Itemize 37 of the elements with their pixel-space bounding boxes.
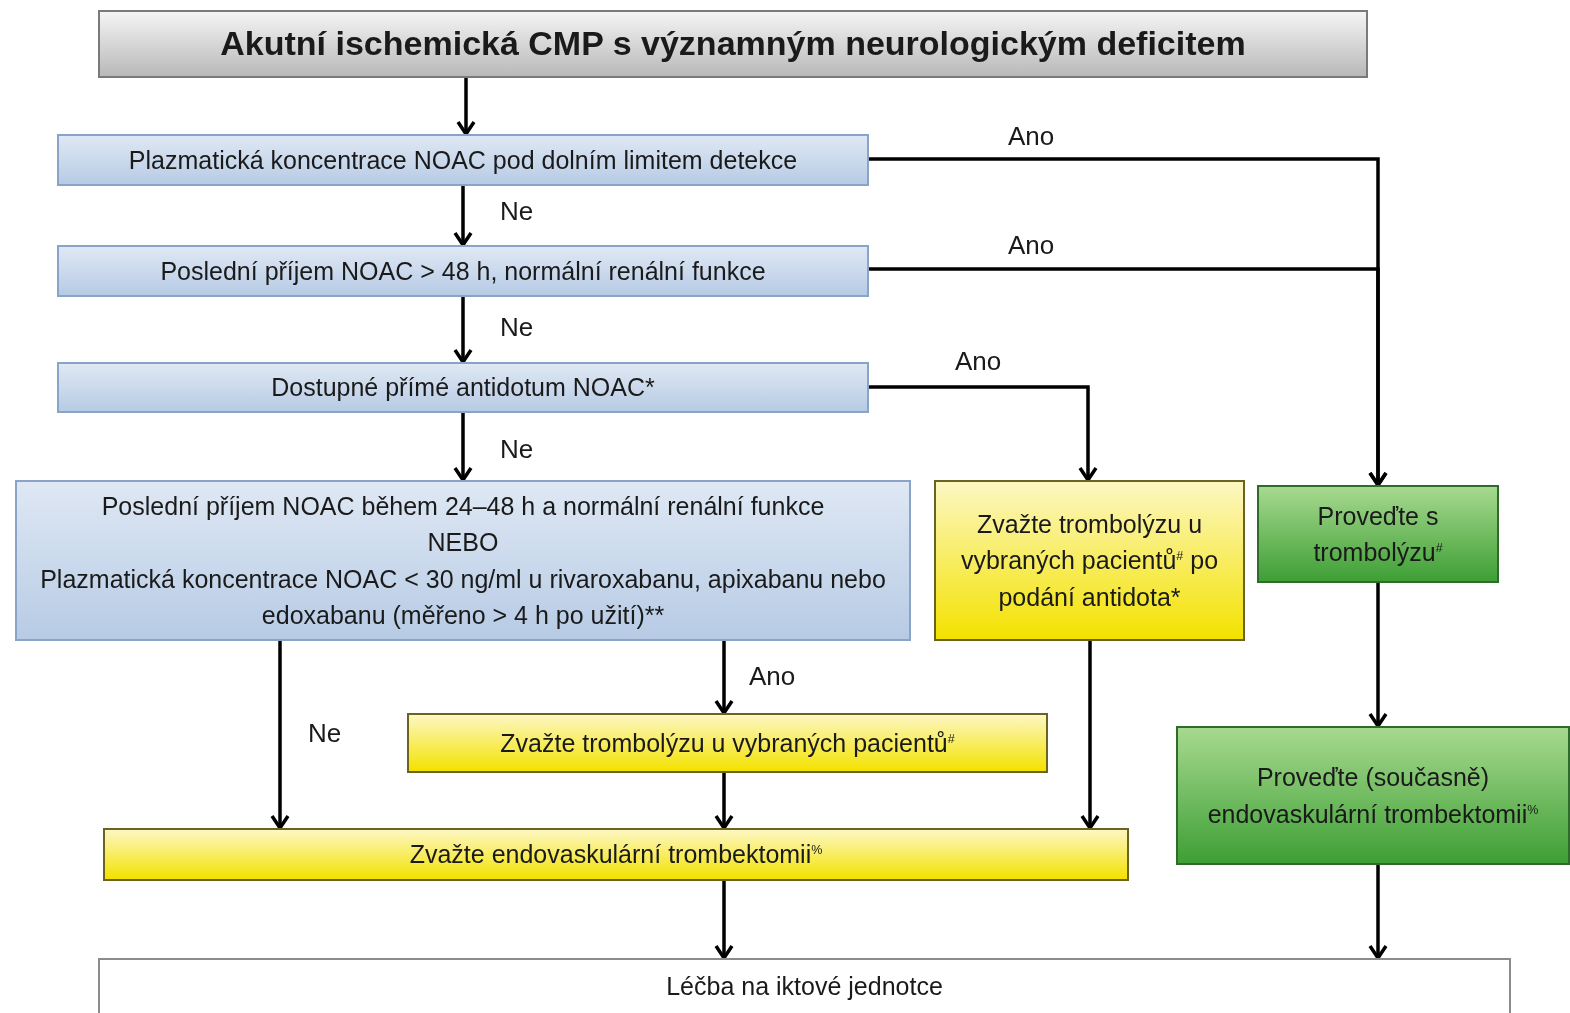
node-text: Poslední příjem NOAC během 24–48 h a normální renální funkce <box>101 491 825 522</box>
decision-box <box>57 362 869 413</box>
result-box <box>98 958 1511 1013</box>
node-text: Zvažte endovaskulární trombektomii$^{%}$ <box>409 839 823 871</box>
node-text: Proveďte (současně) endovaskulární trombektomii$^{%}$ <box>1206 762 1540 830</box>
node-text: Akutní ischemická CMP s významným neurologickým deficitem <box>220 23 1246 65</box>
arrow <box>1080 641 1100 830</box>
decision-box <box>57 134 869 186</box>
title-box <box>98 10 1368 78</box>
node-text: Plazmatická koncentrace NOAC < 30 ng/ml u rivaroxabanu, apixabanu nebo edoxabanu (měřeno > 4 h po užití)** <box>39 563 887 631</box>
action-box <box>1176 726 1570 865</box>
arrow <box>714 773 734 830</box>
arrow <box>453 297 473 364</box>
node-text: Zvažte trombolýzu u vybraných pacientů$^{#}$ po podání antidota* <box>959 509 1220 613</box>
action-box <box>103 828 1129 881</box>
arrow <box>1368 583 1388 728</box>
node-text: Poslední příjem NOAC > 48 h, normální renální funkce <box>160 255 766 287</box>
arrow <box>456 78 476 136</box>
node-text: NEBO <box>427 527 499 559</box>
arrow <box>714 881 734 960</box>
action-box <box>407 713 1048 773</box>
arrow <box>869 385 1098 482</box>
arrow <box>869 267 1388 487</box>
arrow <box>1368 865 1388 960</box>
node-text: Léčba na iktové jednotce <box>666 971 943 1002</box>
node-text: Plazmatická koncentrace NOAC pod dolním limitem detekce <box>128 144 798 176</box>
arrow <box>270 641 290 830</box>
node-text: Dostupné přímé antidotum NOAC* <box>271 372 655 404</box>
node-text: Zvažte trombolýzu u vybraných pacientů$^{#}$ <box>500 727 955 759</box>
decision-box <box>15 480 911 641</box>
decision-box <box>57 245 869 297</box>
arrow <box>453 186 473 247</box>
action-box <box>1257 485 1499 583</box>
node-text: Proveďte s trombolýzu$^{#}$ <box>1312 500 1444 568</box>
action-box <box>934 480 1245 641</box>
arrow <box>453 413 473 482</box>
arrow <box>714 641 734 715</box>
